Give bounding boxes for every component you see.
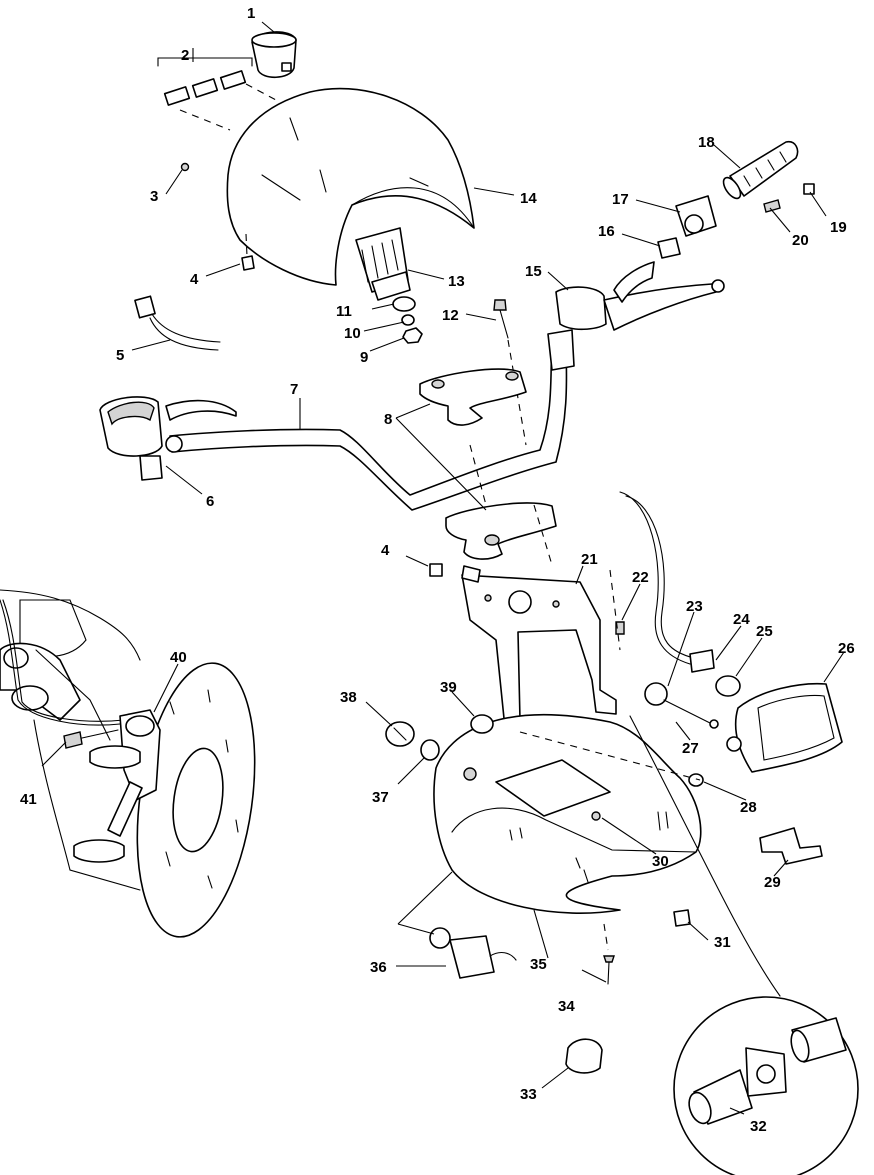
callout-1: 1 — [247, 5, 255, 22]
callout-4: 4 — [190, 271, 199, 288]
callout-15: 15 — [525, 263, 542, 280]
callout-26: 26 — [838, 640, 855, 657]
callout-30: 30 — [652, 853, 669, 870]
callout-40: 40 — [170, 649, 187, 666]
key-switch — [385, 721, 415, 747]
front-brake-assembly — [0, 589, 256, 938]
wiring-connector — [134, 295, 221, 351]
bushing — [420, 739, 440, 761]
callout-34: 34 — [558, 998, 575, 1015]
headlight — [726, 682, 843, 773]
callout-6: 6 — [206, 493, 214, 510]
ignition-switch — [429, 927, 517, 979]
screw — [615, 621, 625, 635]
callout-29: 29 — [764, 874, 781, 891]
nut — [591, 811, 601, 821]
callout-38: 38 — [340, 689, 357, 706]
handlebar-clamp-upper — [419, 368, 527, 426]
end-plug — [803, 183, 815, 195]
callout-35: 35 — [530, 956, 547, 973]
indicator-lamps — [157, 57, 277, 131]
callout-14: 14 — [520, 190, 537, 207]
washer — [392, 296, 416, 312]
handlebar-clamp-lower — [445, 444, 557, 566]
grommet — [470, 714, 494, 734]
callout-41: 41 — [20, 791, 37, 808]
callout-19: 19 — [830, 219, 847, 236]
callout-21: 21 — [581, 551, 598, 568]
callout-28: 28 — [740, 799, 757, 816]
headlight-pod-hood — [226, 87, 475, 286]
left-switch-housing — [99, 396, 237, 481]
screw — [603, 955, 615, 985]
callout-4b: 4 — [381, 542, 390, 559]
callout-labels: 1 2 3 4 4 5 6 7 8 9 10 11 12 13 14 15 16… — [20, 5, 855, 1135]
callout-20: 20 — [792, 232, 809, 249]
callout-37: 37 — [372, 789, 389, 806]
callout-11: 11 — [336, 303, 352, 320]
callout-36: 36 — [370, 959, 387, 976]
leader-lines — [41, 21, 845, 1115]
handlebar-grip — [722, 140, 799, 200]
front-fender-panel — [433, 714, 702, 914]
callout-5: 5 — [116, 347, 124, 364]
callout-13: 13 — [448, 273, 465, 290]
speed-nut-clip-lower — [429, 563, 443, 577]
screw — [180, 162, 190, 172]
callout-39: 39 — [440, 679, 457, 696]
o-ring — [688, 773, 704, 787]
lock-washer — [401, 314, 415, 326]
callout-22: 22 — [632, 569, 649, 586]
indicator-switch-assembly — [355, 227, 411, 301]
headlight-bracket — [461, 565, 617, 747]
callout-10: 10 — [344, 325, 361, 342]
speed-nut-clip — [241, 255, 255, 271]
adjuster — [689, 649, 715, 673]
callout-8: 8 — [384, 411, 392, 428]
clamp — [565, 1038, 603, 1074]
callout-23: 23 — [686, 598, 703, 615]
callout-33: 33 — [520, 1086, 537, 1103]
callout-12: 12 — [442, 307, 459, 324]
callout-25: 25 — [756, 623, 773, 640]
callout-9: 9 — [360, 349, 368, 366]
callout-27: 27 — [682, 740, 699, 757]
callout-2: 2 — [181, 47, 189, 64]
callout-32: 32 — [750, 1118, 767, 1135]
callout-17: 17 — [612, 191, 629, 208]
bulb-socket — [644, 682, 719, 729]
brake-master-cylinder — [547, 261, 725, 371]
speed-nut — [673, 909, 691, 927]
spacer — [657, 237, 681, 259]
nut — [402, 327, 423, 344]
brake-light-switch — [759, 827, 823, 865]
throttle-housing — [675, 195, 717, 237]
socket-detail-view — [629, 715, 859, 1175]
retainer-ring — [715, 675, 741, 697]
callout-3: 3 — [150, 188, 158, 205]
callout-24: 24 — [733, 611, 750, 628]
set-screw — [763, 199, 781, 213]
speedometer-cable — [619, 491, 691, 665]
callout-18: 18 — [698, 134, 715, 151]
callout-16: 16 — [598, 223, 615, 240]
callout-7: 7 — [290, 381, 298, 398]
callout-31: 31 — [714, 934, 731, 951]
hood-cap — [251, 31, 297, 79]
